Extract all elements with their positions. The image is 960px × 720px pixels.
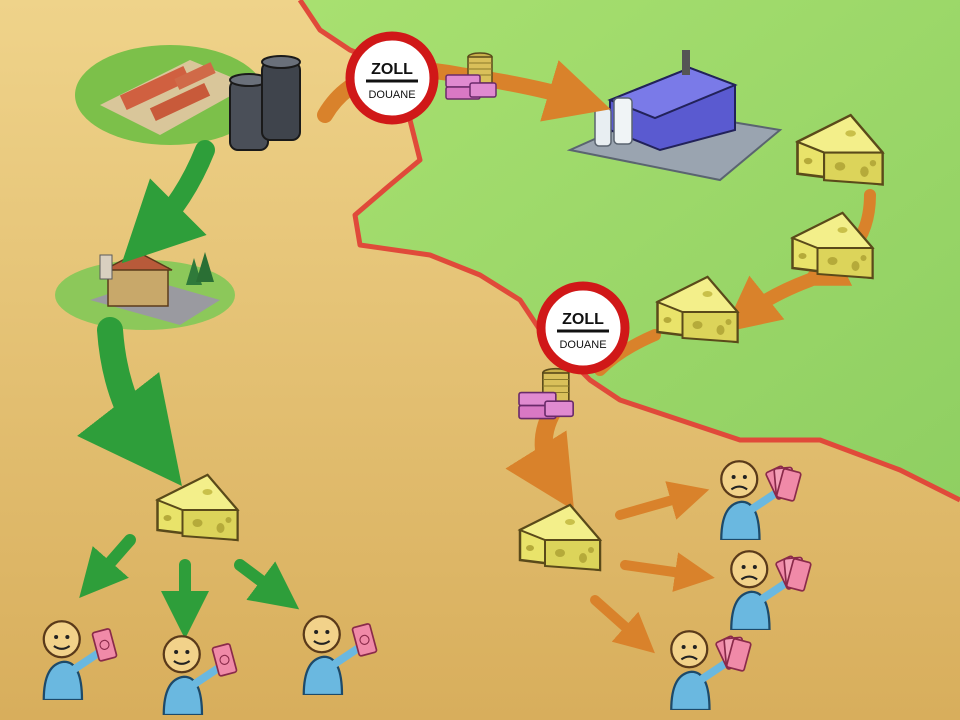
- customs-sign-top-text: ZOLL: [562, 311, 604, 328]
- arrow-cheese-to-person-3: [234, 559, 300, 610]
- customs-sign-top-text: ZOLL: [371, 61, 413, 78]
- milk-cans-icon: [229, 55, 301, 151]
- arrow-cheese-to-person-1: [79, 534, 136, 599]
- arrow-cheese-to-cheese: [723, 273, 817, 333]
- arrow-cheese-to-person-6: [590, 595, 655, 654]
- arrow-farm-to-dairy: [121, 140, 215, 264]
- arrow-dairy-to-cheese: [77, 317, 182, 487]
- customs-sign-south: ZOLL DOUANE: [536, 281, 630, 375]
- customs-sign-north: ZOLL DOUANE: [345, 31, 439, 125]
- arrow-cheese-to-person-4: [615, 481, 710, 520]
- customs-sign-bottom-text: DOUANE: [368, 89, 415, 101]
- arrow-cheese-to-person-5: [620, 552, 715, 592]
- right-country-area: [300, 0, 960, 500]
- industrial-factory: [566, 50, 783, 182]
- customs-sign-bottom-text: DOUANE: [559, 339, 606, 351]
- dairy-farm: [75, 45, 265, 145]
- green-arrows: [77, 140, 300, 639]
